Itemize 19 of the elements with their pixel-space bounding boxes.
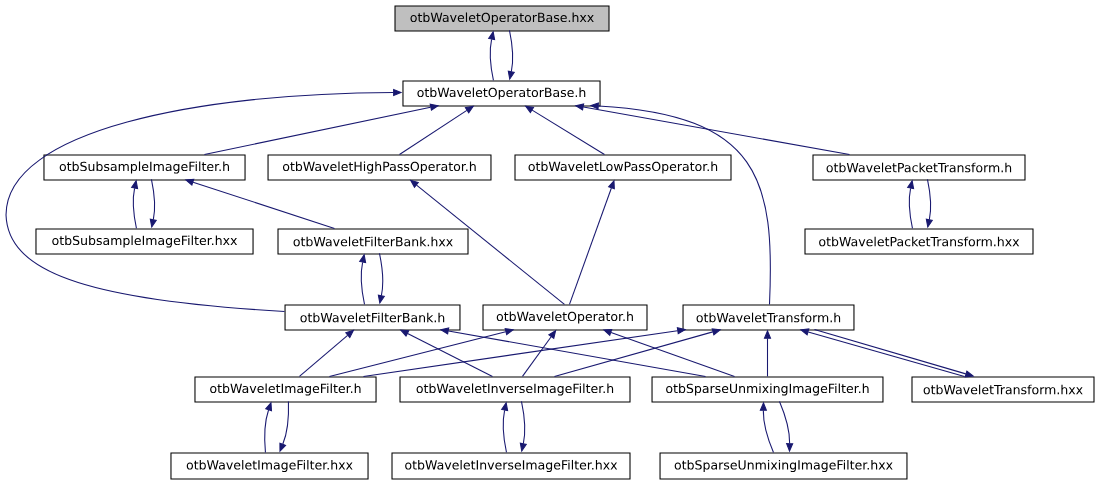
file-box: otbWaveletPacketTransform.h [812, 154, 1026, 181]
file-box: otbWaveletInverseImageFilter.hxx [391, 452, 631, 480]
file-box: otbSparseUnmixingImageFilter.h [651, 376, 884, 403]
file-box: otbWaveletImageFilter.h [194, 376, 377, 403]
file-box: otbSubsampleImageFilter.h [43, 154, 246, 181]
file-box: otbWaveletImageFilter.hxx [170, 452, 369, 480]
file-box: otbWaveletInverseImageFilter.h [399, 376, 631, 403]
file-box: otbWaveletOperatorBase.hxx [394, 5, 610, 32]
file-box: otbSparseUnmixingImageFilter.hxx [659, 452, 908, 480]
file-box: otbWaveletOperatorBase.h [402, 80, 601, 107]
file-box: otbWaveletHighPassOperator.h [267, 154, 492, 181]
file-box: otbSubsampleImageFilter.hxx [35, 228, 254, 255]
file-box: otbWaveletLowPassOperator.h [514, 154, 732, 181]
file-box: otbWaveletFilterBank.hxx [277, 228, 469, 255]
file-box: otbWaveletPacketTransform.hxx [804, 228, 1034, 255]
file-box: otbWaveletTransform.hxx [911, 376, 1095, 403]
file-box: otbWaveletTransform.h [682, 304, 855, 331]
file-box: otbWaveletOperator.h [482, 304, 648, 331]
file-box: otbWaveletFilterBank.h [284, 304, 461, 331]
